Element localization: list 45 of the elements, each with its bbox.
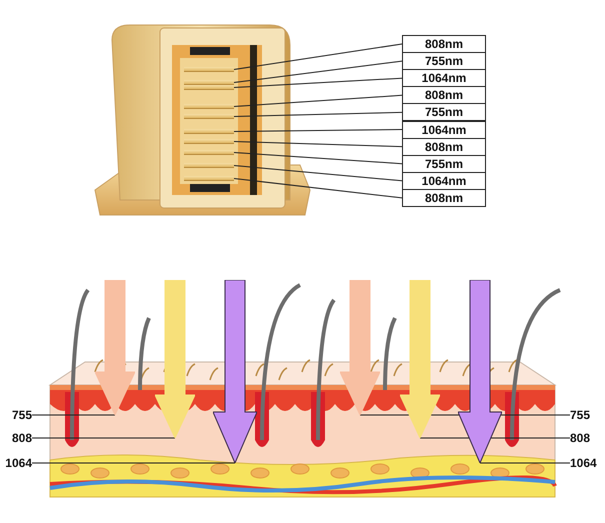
depth-label: 755 [2,407,32,423]
laser-bar [184,114,234,119]
wavelength-label: 808nm [402,138,486,156]
leader-line [234,178,402,198]
leader-line [32,462,236,464]
leader-line [234,165,402,182]
leader-line [234,112,402,117]
laser-bar [184,85,234,90]
wavelength-label: 1064nm [402,120,486,138]
laser-bar [184,139,234,144]
leader-line [32,414,116,416]
depth-label: 808 [570,430,604,446]
depth-label: 755 [570,407,604,423]
laser-bar [184,176,234,181]
laser-bar [184,104,234,109]
laser-bar [184,163,234,168]
wavelength-label: 808nm [402,86,486,104]
light-beam [95,280,135,415]
leader-line [234,44,402,70]
light-beam [155,280,195,438]
wavelength-label: 808nm [402,188,486,207]
light-beam [213,280,257,463]
wavelength-label: 755nm [402,52,486,70]
depth-label: 808 [2,430,32,446]
leader-line [234,141,402,148]
wavelength-label: 808nm [402,35,486,53]
laser-bar [184,67,234,72]
wavelength-label: 1064nm [402,172,486,190]
leader-line [234,152,402,164]
laser-bar [184,80,234,85]
leader-line [480,462,570,464]
leader-line [234,129,402,132]
depth-label: 1064 [2,455,32,471]
wavelength-label: 755nm [402,103,486,122]
depth-label: 1064 [570,455,604,471]
leader-line [234,60,402,83]
wavelength-label: 755nm [402,154,486,173]
leader-line [234,94,402,107]
light-beam [400,280,440,438]
laser-bar [184,129,234,134]
light-beam [340,280,380,415]
light-beam [458,280,502,463]
laser-bar [184,150,234,155]
leader-line [234,78,402,88]
wavelength-label: 1064nm [402,69,486,88]
